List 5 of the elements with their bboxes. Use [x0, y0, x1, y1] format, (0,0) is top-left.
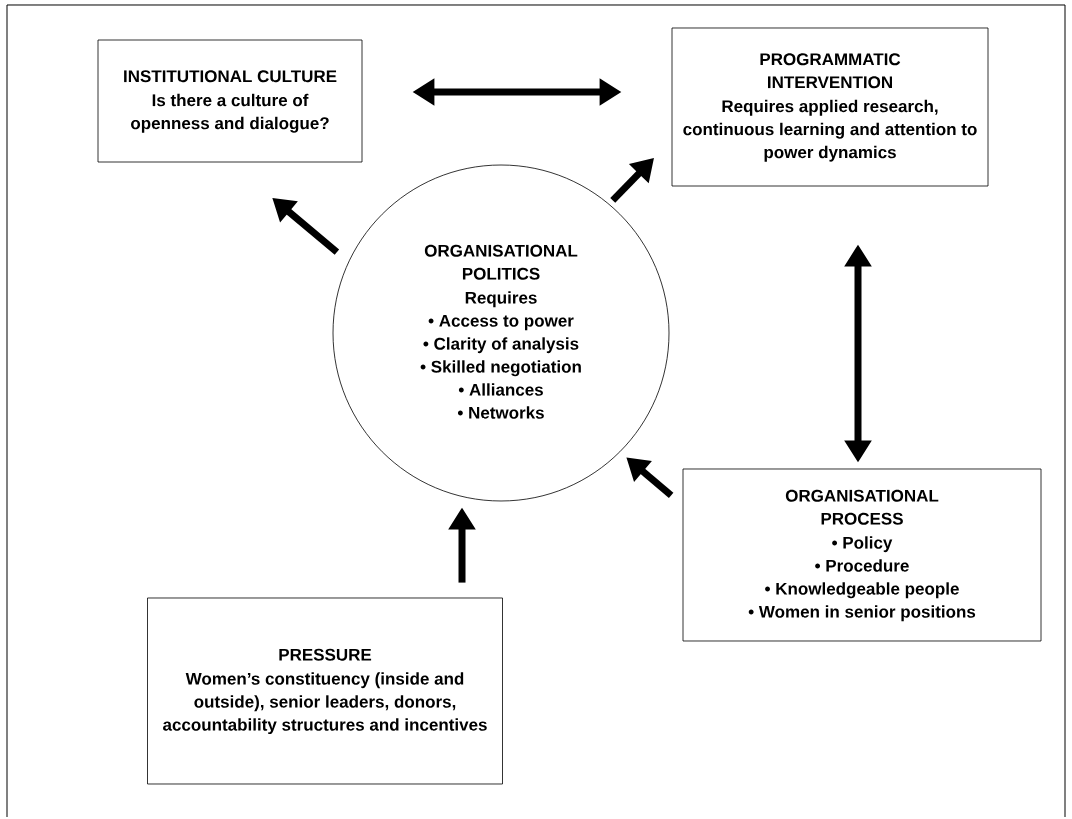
- process-box: ORGANISATIONAL PROCESS • Policy • Procedure • Knowledgeable people • Women in senior positions: [682, 468, 1042, 642]
- process-box: PRESSURE Women’s constituency (inside and outside), senior leaders, donors, accountability structures and incentives: [147, 597, 503, 785]
- circle-node: ORGANISATIONAL POLITICS Requires • Access to power • Clarity of analysis • Skilled negotiation • Alliances • Networks: [332, 164, 670, 502]
- process-box: INSTITUTIONAL CULTURE Is there a culture of openness and dialogue?: [97, 39, 363, 163]
- process-box: PROGRAMMATIC INTERVENTION Requires applied research, continuous learning and attention to power dynamics: [671, 27, 989, 187]
